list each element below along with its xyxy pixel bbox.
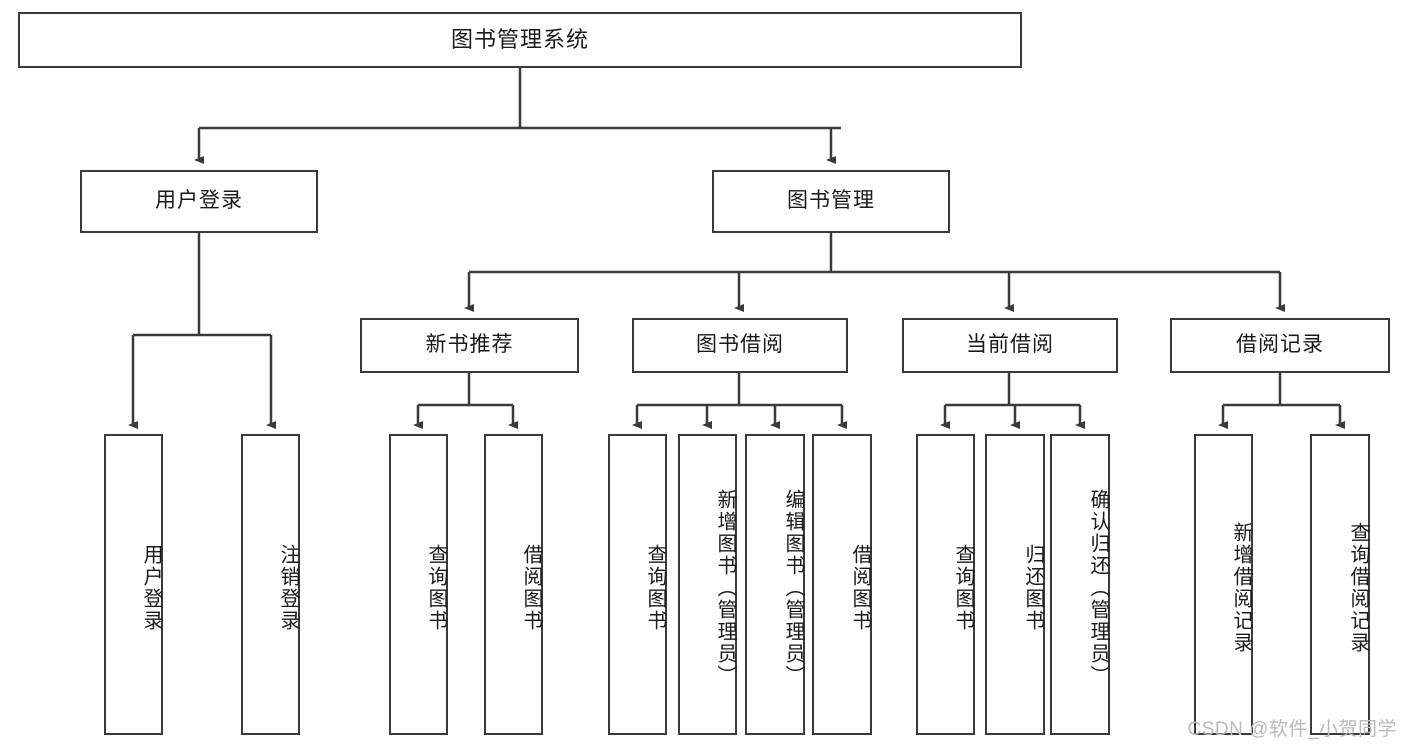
node-label: 查询图书 [644,543,666,632]
node-leaf-query-borrow-record[interactable]: 查询借阅记录 [1310,434,1370,735]
node-book-borrow[interactable]: 图书借阅 [632,318,848,373]
node-leaf-return-book[interactable]: 归还图书 [985,434,1045,735]
node-leaf-user-login[interactable]: 用户登录 [104,434,163,735]
node-leaf-edit-book-admin[interactable]: 编辑图书（管理员） [745,434,805,735]
node-label: 归还图书 [1022,543,1044,632]
node-borrow-records[interactable]: 借阅记录 [1170,318,1390,373]
csdn-watermark: CSDN @软件_小贺同学 [1187,719,1397,740]
node-label: 查询图书 [425,543,447,632]
node-label: 查询借阅记录 [1347,521,1369,654]
node-label: 注销登录 [277,543,299,632]
node-leaf-borrow-book-recommend[interactable]: 借阅图书 [484,434,543,735]
node-leaf-add-borrow-record[interactable]: 新增借阅记录 [1194,434,1253,735]
node-user-login[interactable]: 用户登录 [80,170,318,233]
node-label: 新增借阅记录 [1230,521,1252,654]
node-new-book-recommend[interactable]: 新书推荐 [360,318,579,373]
node-leaf-query-book-current[interactable]: 查询图书 [916,434,975,735]
node-current-borrow[interactable]: 当前借阅 [902,318,1118,373]
node-label: 新增图书（管理员） [714,488,736,687]
node-label: 当前借阅 [966,333,1054,357]
node-book-management[interactable]: 图书管理 [712,170,950,233]
node-label: 借阅图书 [520,543,542,632]
node-label: 用户登录 [155,189,243,213]
node-label: 编辑图书（管理员） [782,488,804,687]
node-leaf-query-book-borrow[interactable]: 查询图书 [608,434,667,735]
node-label: 新书推荐 [425,333,514,357]
node-label: 图书管理系统 [450,27,589,53]
node-label: 借阅记录 [1236,333,1324,357]
node-label: 图书借阅 [696,333,784,357]
node-leaf-add-book-admin[interactable]: 新增图书（管理员） [678,434,737,735]
node-label: 图书管理 [787,189,875,213]
node-leaf-query-book-recommend[interactable]: 查询图书 [389,434,448,735]
node-leaf-confirm-return-admin[interactable]: 确认归还（管理员） [1050,434,1110,735]
node-label: 借阅图书 [849,543,871,632]
node-label: 查询图书 [952,543,974,632]
node-leaf-borrow-book[interactable]: 借阅图书 [812,434,872,735]
node-label: 用户登录 [140,543,162,632]
node-label: 确认归还（管理员） [1087,488,1109,687]
node-root-book-management-system[interactable]: 图书管理系统 [18,12,1022,68]
node-leaf-logout-login[interactable]: 注销登录 [241,434,300,735]
